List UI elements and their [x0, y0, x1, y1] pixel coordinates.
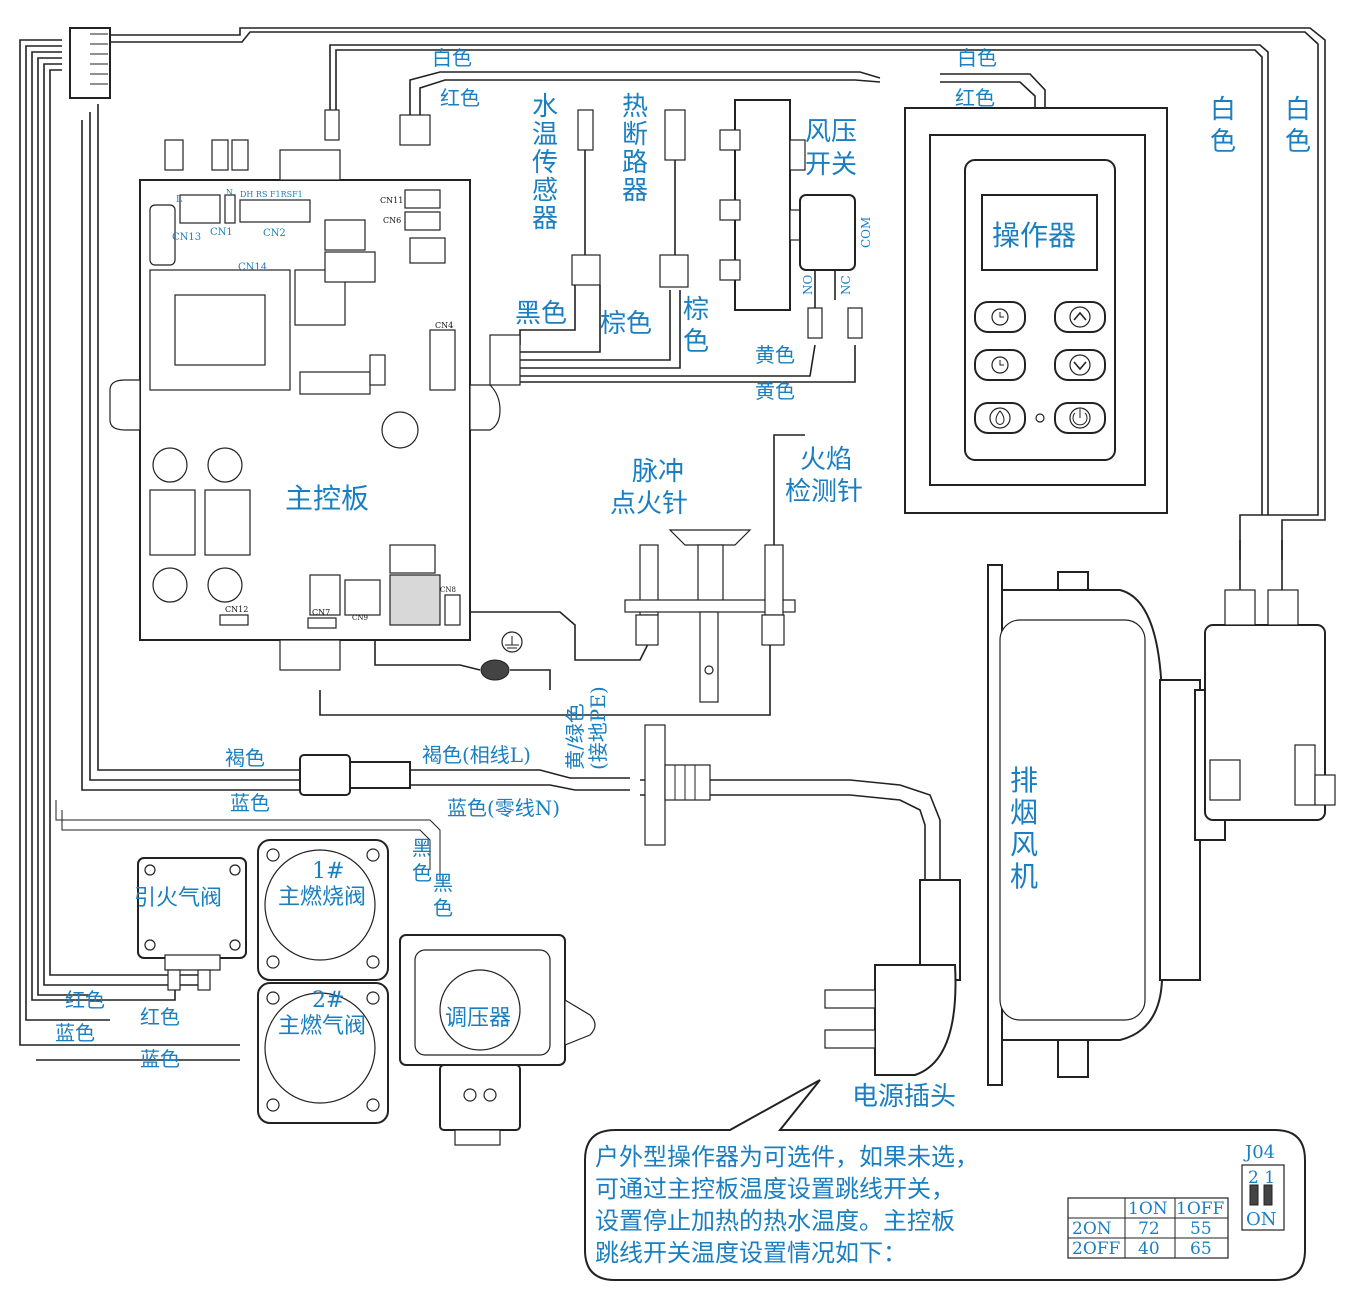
com-terminal-label: COM — [859, 217, 873, 248]
cn9-label: CN9 — [352, 614, 368, 622]
wire-label-white-vert-2: 白 色 — [1285, 95, 1319, 157]
n-pin-label: N — [226, 188, 233, 197]
table-header-1on: 1ON — [1128, 1199, 1168, 1219]
flame-icon[interactable] — [989, 407, 1011, 429]
wire-label-white-2: 白色 — [957, 46, 997, 70]
cn13-label: CN13 — [172, 232, 201, 243]
air-pressure-switch-label: 风压 开关 — [805, 117, 865, 180]
power-icon[interactable] — [1069, 407, 1091, 429]
cn4-label: CN4 — [435, 321, 453, 330]
power-plug — [824, 879, 961, 1076]
cn8-label: CN8 — [440, 586, 456, 594]
main-valve-2-label: 2# 主燃气阀 — [278, 988, 366, 1039]
wire-label-red-2: 红色 — [955, 86, 995, 110]
wire-label-brown-left: 褐色 — [225, 746, 265, 770]
pressure-regulator — [399, 934, 596, 1146]
note-text: 户外型操作器为可选件，如果未选， 可通过主控板温度设置跳线开关， 设置停止加热的… — [595, 1143, 987, 1267]
cn2-label: CN2 — [263, 228, 286, 239]
water-temp-sensor-label: 水 温 传 感 器 — [532, 92, 566, 234]
up-arrow-icon[interactable] — [1069, 306, 1091, 328]
pulse-igniter-label: 脉冲 点火针 — [610, 457, 692, 519]
table-row-2off-val2: 65 — [1190, 1239, 1212, 1259]
wire-label-blue-neutral: 蓝色(零线N) — [447, 796, 560, 820]
main-valve-1 — [257, 839, 389, 981]
down-arrow-icon[interactable] — [1069, 354, 1091, 376]
water-temp-sensor — [571, 109, 601, 286]
air-pressure-switch — [719, 99, 863, 339]
l-pin-label: L — [176, 195, 182, 205]
cn1-label: CN1 — [210, 227, 233, 238]
wire-label-ground-1: 黄/绿色 — [563, 703, 587, 770]
table-row-2on-label: 2ON — [1072, 1219, 1112, 1239]
wire-label-blue-left: 蓝色 — [230, 791, 270, 815]
wire-label-ground-2: (接地PE) — [586, 686, 610, 770]
wire-label-black: 黑色 — [515, 299, 567, 329]
temperature-table — [1067, 1197, 1229, 1259]
cn7-label: CN7 — [312, 608, 330, 617]
wire-label-black-vert-2: 黑 色 — [433, 871, 459, 920]
flame-detector-label: 火焰 检测针 — [785, 445, 863, 507]
cn11-label: CN11 — [380, 196, 403, 205]
ground-symbol — [480, 631, 523, 681]
burner-assembly — [624, 434, 805, 703]
table-row-2on-val1: 72 — [1138, 1219, 1160, 1239]
table-row-2off-label: 2OFF — [1072, 1239, 1121, 1259]
clock-icon[interactable] — [991, 308, 1009, 326]
wire-label-yellow-2: 黄色 — [755, 379, 795, 403]
cn12-label: CN12 — [225, 605, 248, 614]
jumper-state: ON — [1246, 1209, 1277, 1230]
wire-label-black-vert: 黑 色 — [412, 836, 438, 885]
wire-label-white-1: 白色 — [432, 46, 472, 70]
thermal-breaker — [659, 109, 689, 288]
nc-terminal-label: NC — [839, 275, 853, 295]
pilot-valve — [137, 857, 247, 991]
wiring — [19, 27, 1326, 1061]
no-terminal-label: NO — [801, 275, 815, 296]
wire-label-brown-vert: 棕 色 — [683, 295, 717, 357]
table-row-2off-val1: 40 — [1138, 1239, 1160, 1259]
jumper-pins: 2 1 — [1248, 1168, 1275, 1188]
wire-label-red-valve-1: 红色 — [65, 988, 105, 1012]
live-neutral-connector — [299, 754, 411, 796]
jumper-name: J04 — [1243, 1142, 1275, 1163]
jumper-switch — [1241, 1164, 1285, 1231]
pressure-regulator-label: 调压器 — [445, 1006, 511, 1031]
wire-label-blue-valve-1: 蓝色 — [55, 1021, 95, 1045]
power-plug-label: 电源插头 — [852, 1082, 956, 1112]
wire-label-red-1: 红色 — [440, 86, 480, 110]
cable-grommet — [644, 724, 711, 846]
table-header-1off: 1OFF — [1176, 1199, 1225, 1219]
wire-label-red-valve-2: 红色 — [140, 1005, 180, 1029]
left-connector-block — [69, 27, 111, 99]
cn2-pins-label: DH RS F1RSF1 — [240, 190, 303, 199]
wire-label-white-vert-1: 白 色 — [1210, 95, 1244, 157]
main-board-label: 主控板 — [285, 482, 369, 515]
table-row-2on-val2: 55 — [1190, 1219, 1212, 1239]
wire-label-brown-live: 褐色(相线L) — [422, 743, 531, 767]
exhaust-fan — [987, 564, 1336, 1086]
pilot-valve-label: 引火气阀 — [134, 886, 222, 911]
timer-icon[interactable] — [991, 356, 1009, 374]
controller-label: 操作器 — [992, 219, 1076, 252]
cn14-label: CN14 — [238, 262, 267, 273]
main-valve-2 — [257, 982, 389, 1124]
exhaust-fan-label: 排 烟 风 机 — [1010, 764, 1047, 893]
wire-label-brown: 棕色 — [600, 309, 652, 339]
main-board — [109, 109, 521, 671]
controller-panel — [904, 107, 1168, 514]
main-valve-1-label: 1# 主燃烧阀 — [278, 859, 366, 910]
wire-label-blue-valve-2: 蓝色 — [140, 1047, 180, 1071]
thermal-breaker-label: 热 断 路 器 — [622, 92, 656, 206]
cn6-label: CN6 — [383, 216, 401, 225]
wire-label-yellow-1: 黄色 — [755, 343, 795, 367]
